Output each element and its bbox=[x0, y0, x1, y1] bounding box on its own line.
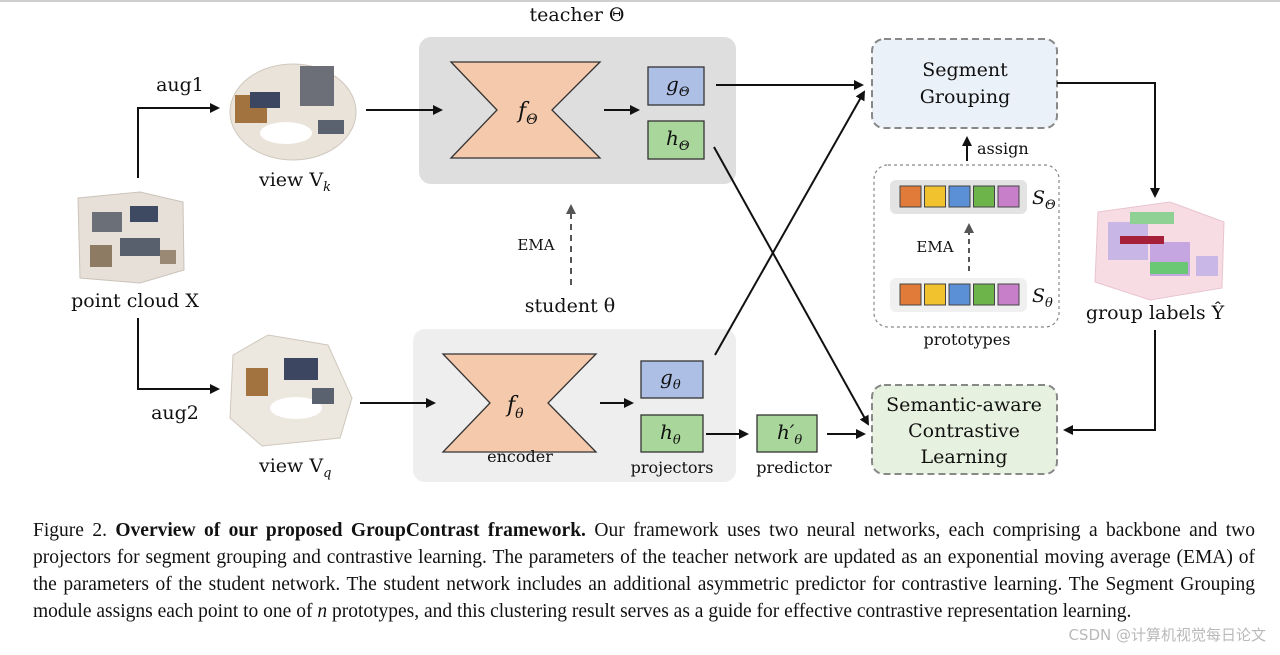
student-h-label: hθ bbox=[660, 420, 681, 448]
ema-label: EMA bbox=[517, 236, 554, 254]
projectors-caption: projectors bbox=[631, 458, 714, 477]
group-labels-image bbox=[1094, 201, 1225, 301]
csdn-watermark: CSDN @计算机视觉每日论文 bbox=[1068, 626, 1266, 644]
view-k-label: view Vk bbox=[258, 169, 331, 195]
segment-grouping-line2: Grouping bbox=[920, 86, 1011, 108]
teacher-h-label: hΘ bbox=[666, 126, 690, 154]
caption-text-2: prototypes, and this clustering result s… bbox=[327, 601, 1132, 622]
aug1-label: aug1 bbox=[156, 74, 204, 96]
segment-grouping-box bbox=[871, 38, 1058, 129]
view-k-image bbox=[229, 63, 357, 161]
figure-caption: Figure 2. Overview of our proposed Group… bbox=[33, 517, 1255, 625]
predictor-box bbox=[756, 414, 818, 453]
prototype-cell bbox=[997, 185, 1020, 208]
sacl-line1: Semantic-aware bbox=[886, 394, 1042, 416]
teacher-h-to-sacl-arrow bbox=[713, 146, 869, 426]
aug1-arrow bbox=[137, 103, 220, 178]
prototype-cell bbox=[924, 283, 946, 306]
point-cloud-label: point cloud X bbox=[71, 290, 199, 312]
teacher-network-panel bbox=[419, 37, 736, 184]
prototype-ema-label: EMA bbox=[916, 238, 953, 256]
caption-text-1: Our framework uses two neural networks, … bbox=[33, 520, 1256, 622]
student-h-projector bbox=[640, 414, 704, 453]
caption-bold-title: Overview of our proposed GroupContrast f… bbox=[115, 520, 586, 541]
teacher-title: teacher Θ bbox=[529, 4, 624, 26]
prototype-cell bbox=[899, 283, 922, 306]
prototype-cell bbox=[997, 283, 1020, 306]
prototype-cell bbox=[973, 283, 995, 306]
prototype-cell bbox=[973, 185, 995, 208]
aug2-label: aug2 bbox=[151, 402, 199, 424]
prototype-cell bbox=[948, 185, 971, 208]
sacl-box bbox=[871, 384, 1058, 475]
student-g-to-segment-arrow bbox=[714, 90, 865, 356]
prototype-cell bbox=[899, 185, 922, 208]
framework-diagram: teacher Θ fΘ gΘ hΘ fθ encoder gθ hθ proj… bbox=[0, 0, 1280, 482]
sacl-line2: Contrastive bbox=[908, 420, 1020, 442]
teacher-encoder bbox=[449, 61, 602, 159]
student-g-label: gθ bbox=[660, 365, 681, 393]
group-labels-to-sacl-arrow bbox=[1063, 330, 1156, 435]
teacher-g-projector bbox=[647, 66, 705, 106]
prototypes-caption: prototypes bbox=[924, 330, 1011, 349]
view-q-image bbox=[229, 334, 353, 447]
segment-grouping-line1: Segment bbox=[922, 59, 1008, 81]
view-q-label: view Vq bbox=[258, 455, 331, 481]
predictor-h-label: h′θ bbox=[777, 420, 802, 448]
s-student-label: Sθ bbox=[1032, 285, 1053, 311]
aug2-arrow bbox=[137, 318, 220, 394]
encoder-caption: encoder bbox=[487, 447, 553, 466]
point-cloud-image bbox=[77, 191, 185, 284]
sacl-line3: Learning bbox=[921, 446, 1008, 468]
caption-n: n bbox=[317, 601, 328, 622]
teacher-g-label: gΘ bbox=[666, 72, 690, 100]
group-labels-caption: group labels Ŷ bbox=[1086, 301, 1225, 324]
teacher-prototype-cells bbox=[899, 185, 1020, 208]
student-g-projector bbox=[640, 360, 704, 399]
s-teacher-label: SΘ bbox=[1032, 187, 1056, 213]
predictor-caption: predictor bbox=[756, 458, 832, 477]
teacher-h-projector bbox=[647, 120, 705, 160]
prototype-cell bbox=[924, 185, 946, 208]
prototype-cell bbox=[948, 283, 971, 306]
student-title: student θ bbox=[525, 295, 615, 317]
segment-to-group-labels-arrow bbox=[1057, 82, 1160, 198]
caption-prefix: Figure 2. bbox=[33, 520, 116, 541]
student-prototype-cells bbox=[899, 283, 1020, 306]
student-encoder bbox=[441, 353, 598, 453]
assign-label: assign bbox=[977, 139, 1029, 158]
